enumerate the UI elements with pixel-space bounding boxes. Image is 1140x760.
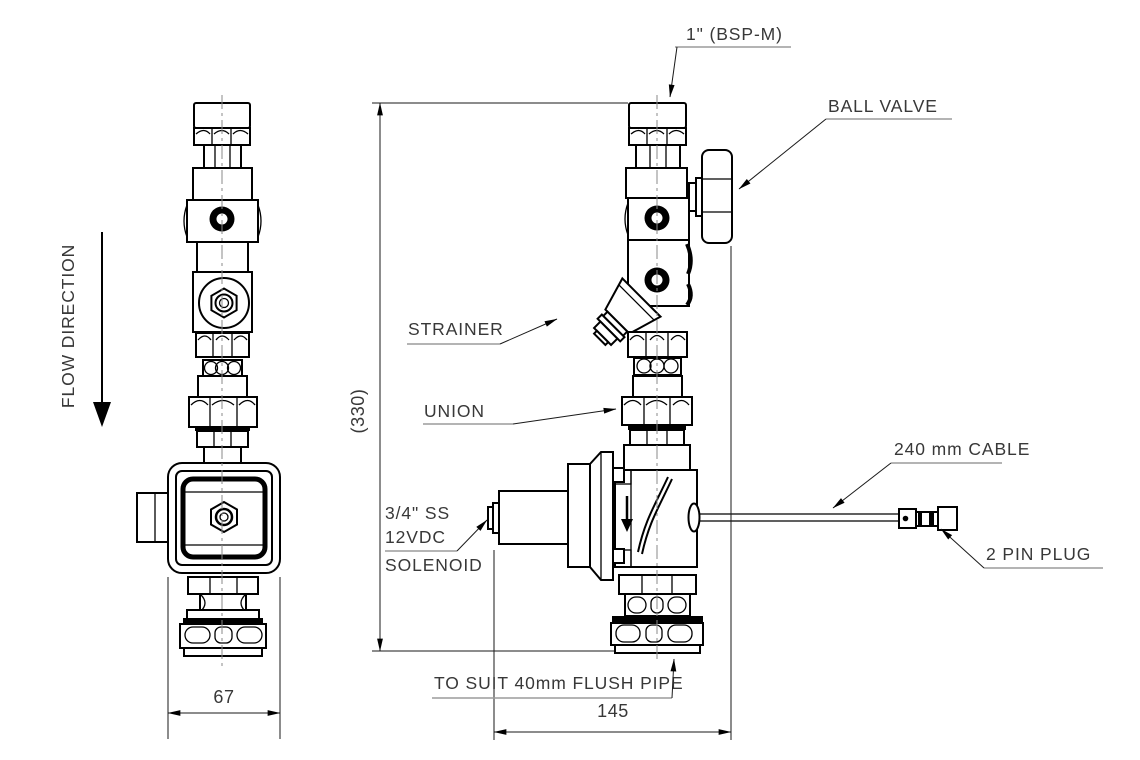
spool-lobe <box>627 596 647 614</box>
hex-facets <box>623 397 690 425</box>
nut-lobe <box>236 626 263 644</box>
plug-band <box>929 512 934 526</box>
callout-cable: 240 mm CABLE <box>832 439 1030 509</box>
washer-band <box>612 616 703 623</box>
flange-tab <box>612 548 625 564</box>
flow-direction-label: FLOW DIRECTION <box>58 244 78 408</box>
port-hole-center <box>651 212 663 224</box>
handle-ridges <box>702 178 732 213</box>
strainer-cone <box>604 276 663 335</box>
solenoid-coil-front <box>136 492 169 543</box>
nut-lobe <box>667 624 693 643</box>
callout-solenoid: 3/4" SS 12VDC SOLENOID <box>385 503 488 575</box>
bead <box>203 360 219 376</box>
hex-facets <box>195 128 249 145</box>
solenoid-valve-body <box>614 469 698 568</box>
hex-facets <box>641 575 673 594</box>
knurl-ring <box>567 463 591 568</box>
ball-valve-label: BALL VALVE <box>828 96 938 116</box>
bead <box>636 358 652 374</box>
dimension-330: (330) <box>348 102 628 652</box>
nut-lobe <box>615 624 641 643</box>
flange-tab <box>612 467 625 483</box>
body-bulge <box>624 202 629 236</box>
union-nut <box>188 396 258 428</box>
strainer-label: STRAINER <box>408 319 504 339</box>
body-bulges <box>183 204 262 238</box>
union-label: UNION <box>424 401 485 421</box>
center-port <box>214 507 234 527</box>
plug-connector <box>937 506 958 531</box>
coil-frame <box>180 476 268 560</box>
solenoid-coil <box>498 490 569 545</box>
cable-boss <box>687 502 701 533</box>
strainer-cap-hole <box>218 297 230 309</box>
nut-lobe <box>214 626 233 644</box>
bead <box>226 360 242 376</box>
ball-valve-handle <box>701 149 733 244</box>
dimension-67: 67 <box>167 577 281 739</box>
bulge-shadow <box>685 283 693 307</box>
dim-67-text: 67 <box>213 687 234 707</box>
strainer-cap-end <box>592 329 610 347</box>
hex-facets <box>630 128 685 145</box>
flange <box>186 609 260 620</box>
diaphragm-curve <box>637 476 669 553</box>
flow-arrow-head <box>621 519 633 532</box>
nut-lobe <box>184 626 211 644</box>
solenoid-label-line2: 12VDC <box>385 527 446 547</box>
side-view <box>487 95 958 660</box>
nut-cap <box>183 647 263 657</box>
solenoid-label-line3: SOLENOID <box>385 555 483 575</box>
flow-arrow-head <box>93 402 111 427</box>
callout-plug: 2 PIN PLUG <box>940 528 1103 569</box>
flush-pipe-nut <box>179 623 267 649</box>
hex-facets <box>190 397 256 427</box>
callout-strainer: STRAINER <box>407 318 558 345</box>
inlet-label: 1" (BSP-M) <box>686 24 783 44</box>
flush-pipe-label: TO SUIT 40mm FLUSH PIPE <box>434 673 684 693</box>
dim-330-text: (330) <box>348 388 368 433</box>
dimension-145: 145 <box>493 246 732 740</box>
frame-lines <box>184 491 264 546</box>
callouts: 1" (BSP-M) BALL VALVE STRAINER UNION 240… <box>385 24 1103 699</box>
solenoid-label-line1: 3/4" SS <box>385 503 450 523</box>
cone-line <box>618 284 655 321</box>
plug-band <box>918 512 922 526</box>
thread-lines <box>646 430 668 445</box>
port-hole-center <box>216 213 228 225</box>
handle-stem <box>688 182 697 212</box>
strainer-assembly <box>592 276 663 347</box>
hex-facets <box>629 332 686 357</box>
diaphragm-curve <box>641 478 673 555</box>
stem-lines <box>649 145 667 168</box>
callout-union: UNION <box>423 401 617 425</box>
stem-lines <box>214 145 231 168</box>
plug-label: 2 PIN PLUG <box>986 544 1091 564</box>
center-port-hole <box>219 512 229 522</box>
hex-fitting <box>187 576 259 595</box>
bulge-shadow <box>685 243 693 275</box>
callout-flush-pipe: TO SUIT 40mm FLUSH PIPE <box>432 658 684 699</box>
threaded-stem <box>635 144 681 169</box>
hex-facets <box>209 577 238 594</box>
cable-label: 240 mm CABLE <box>894 439 1030 459</box>
washer-band <box>183 618 263 624</box>
strainer-cap-ring <box>214 293 234 313</box>
hex-facets <box>197 333 248 357</box>
spool-lobe <box>667 596 687 614</box>
plug-pin <box>902 515 909 522</box>
bead <box>663 358 679 374</box>
front-view: FLOW DIRECTION 67 <box>58 95 281 739</box>
nut-lobe <box>645 624 663 643</box>
callout-inlet: 1" (BSP-M) <box>668 24 791 98</box>
thread-lines <box>213 431 232 447</box>
callout-ball-valve: BALL VALVE <box>738 96 952 190</box>
dim-145-text: 145 <box>597 701 629 721</box>
